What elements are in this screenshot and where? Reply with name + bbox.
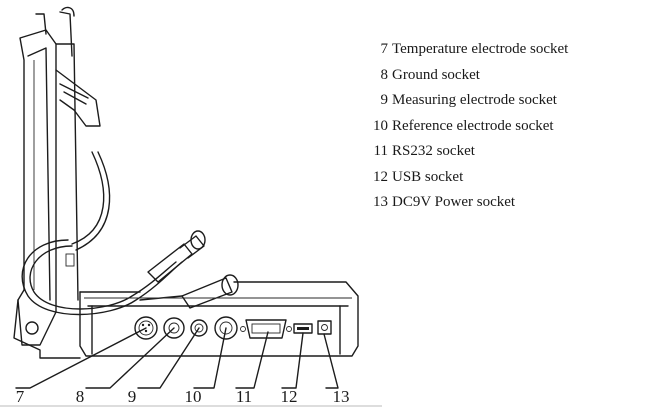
legend-label: DC9V Power socket bbox=[392, 194, 516, 210]
leader-lines bbox=[15, 327, 339, 389]
reference-socket-icon bbox=[214, 316, 238, 340]
callout-10: 10 bbox=[185, 387, 202, 406]
legend-number: 13 bbox=[373, 194, 388, 210]
legend-number: 10 bbox=[373, 117, 388, 134]
legend-label: Reference electrode socket bbox=[392, 117, 554, 134]
connector-plugs bbox=[139, 230, 239, 309]
legend-label: Measuring electrode socket bbox=[392, 92, 557, 108]
legend-number: 9 bbox=[380, 92, 389, 108]
callout-9: 9 bbox=[128, 387, 137, 406]
stand-knob-icon bbox=[25, 321, 39, 335]
power-socket-icon bbox=[317, 320, 332, 335]
socket-panel bbox=[134, 316, 332, 340]
callout-11: 11 bbox=[236, 387, 252, 406]
ground-socket-icon bbox=[163, 317, 185, 339]
legend-number: 12 bbox=[373, 168, 388, 185]
legend-label: Temperature electrode socket bbox=[392, 41, 569, 57]
legend-label: USB socket bbox=[392, 168, 464, 185]
electrode-stand bbox=[13, 6, 101, 359]
legend-label: Ground socket bbox=[392, 66, 480, 83]
callout-numbers: 7 8 9 10 11 12 13 bbox=[16, 387, 350, 406]
meter-housing bbox=[79, 281, 359, 357]
callout-7: 7 bbox=[16, 387, 25, 406]
measuring-socket-icon bbox=[190, 319, 208, 337]
legend-number: 7 bbox=[380, 41, 389, 57]
callout-8: 8 bbox=[76, 387, 85, 406]
callout-13: 13 bbox=[333, 387, 350, 406]
legend-number: 11 bbox=[373, 143, 388, 159]
rs232-socket-icon bbox=[240, 319, 292, 339]
coiled-cable bbox=[21, 151, 183, 316]
temperature-socket-icon bbox=[134, 316, 158, 340]
legend-label: RS232 socket bbox=[392, 143, 475, 159]
usb-socket-icon bbox=[293, 323, 313, 334]
legend-number: 8 bbox=[380, 66, 389, 83]
callout-12: 12 bbox=[281, 387, 298, 406]
